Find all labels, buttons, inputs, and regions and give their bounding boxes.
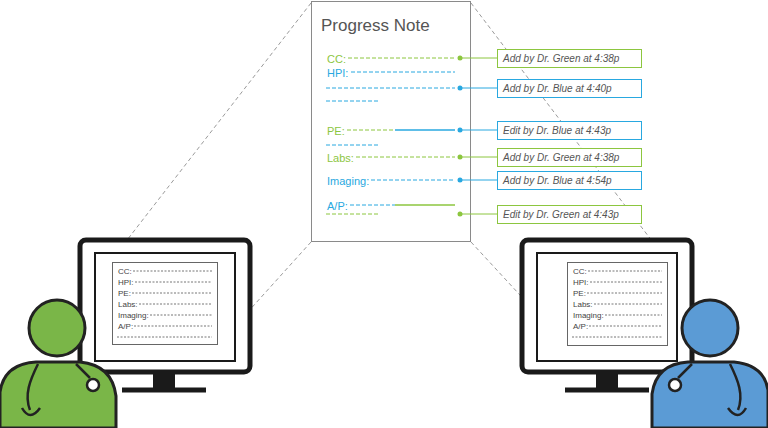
monitor-screen [537,253,677,361]
annotation-text: Add by Dr. Blue at 4:40p [498,83,612,94]
stethoscope-chestpiece [87,379,99,391]
screen-field-label: PE: [573,289,586,299]
monitor-base [565,388,649,393]
screen-field-label: CC: [573,267,587,277]
field-label: PE: [327,125,345,138]
doctor-head [29,300,85,356]
stethoscope [678,364,746,415]
monitor-screen [95,253,235,361]
field-label: HPI: [327,67,348,80]
field-label: CC: [327,53,346,66]
leader-connector [471,88,497,89]
annotation-box: Edit by Dr. Green at 4:43p [497,205,642,224]
field-label: A/P: [327,200,348,213]
annotation-text: Add by Dr. Green at 4:38p [498,152,619,163]
screen-field-label: Imaging: [118,311,149,321]
leader-connector [471,214,497,215]
monitor-bezel [522,240,692,372]
screen-field-label: CC: [118,267,132,277]
screen-field-label: PE: [118,289,131,299]
doctor-head [682,300,738,356]
screen-field-label: HPI: [573,278,589,288]
zoom-line [471,3,668,262]
annotation-box: Add by Dr. Blue at 4:40p [497,79,642,98]
annotation-box: Edit by Dr. Blue at 4:43p [497,121,642,140]
screen-field-label: Labs: [573,300,593,310]
monitor-stand [153,372,175,389]
annotation-box: Add by Dr. Green at 4:38p [497,148,642,167]
annotation-box: Add by Dr. Green at 4:38p [497,49,642,68]
annotation-text: Edit by Dr. Green at 4:43p [498,209,619,220]
screen-field-label: A/P: [118,322,133,332]
stethoscope-chestpiece [669,379,681,391]
annotation-box: Add by Dr. Blue at 4:54p [497,171,642,190]
field-label: Imaging: [327,175,369,188]
leader-connector [471,130,497,131]
annotation-text: Add by Dr. Blue at 4:54p [498,175,612,186]
annotation-text: Edit by Dr. Blue at 4:43p [498,125,611,136]
field-label: Labs: [327,152,354,165]
screen-field-label: A/P: [573,322,588,332]
progress-note-document: Progress NoteCC:HPI: PE: Labs: Imaging: A/P: [311,1,471,242]
monitor-base [122,388,206,393]
doctor-body [0,362,116,428]
leader-connector [471,180,497,181]
document-title: Progress Note [321,16,430,36]
screen-field-label: Labs: [118,300,138,310]
leader-connector [471,58,497,59]
annotation-text: Add by Dr. Green at 4:38p [498,53,619,64]
doctor-body [652,362,768,428]
stethoscope [22,364,90,415]
screen-field-label: HPI: [118,278,134,288]
monitor-stand [596,372,618,389]
monitor-bezel [80,240,250,372]
screen-field-label: Imaging: [573,311,604,321]
leader-connector [471,157,497,158]
zoom-line [110,3,311,262]
screen-document: CC:HPI:PE:Labs:Imaging:A/P: [567,262,668,346]
screen-document: CC:HPI:PE:Labs:Imaging:A/P: [112,262,218,345]
connector-group [471,58,497,214]
